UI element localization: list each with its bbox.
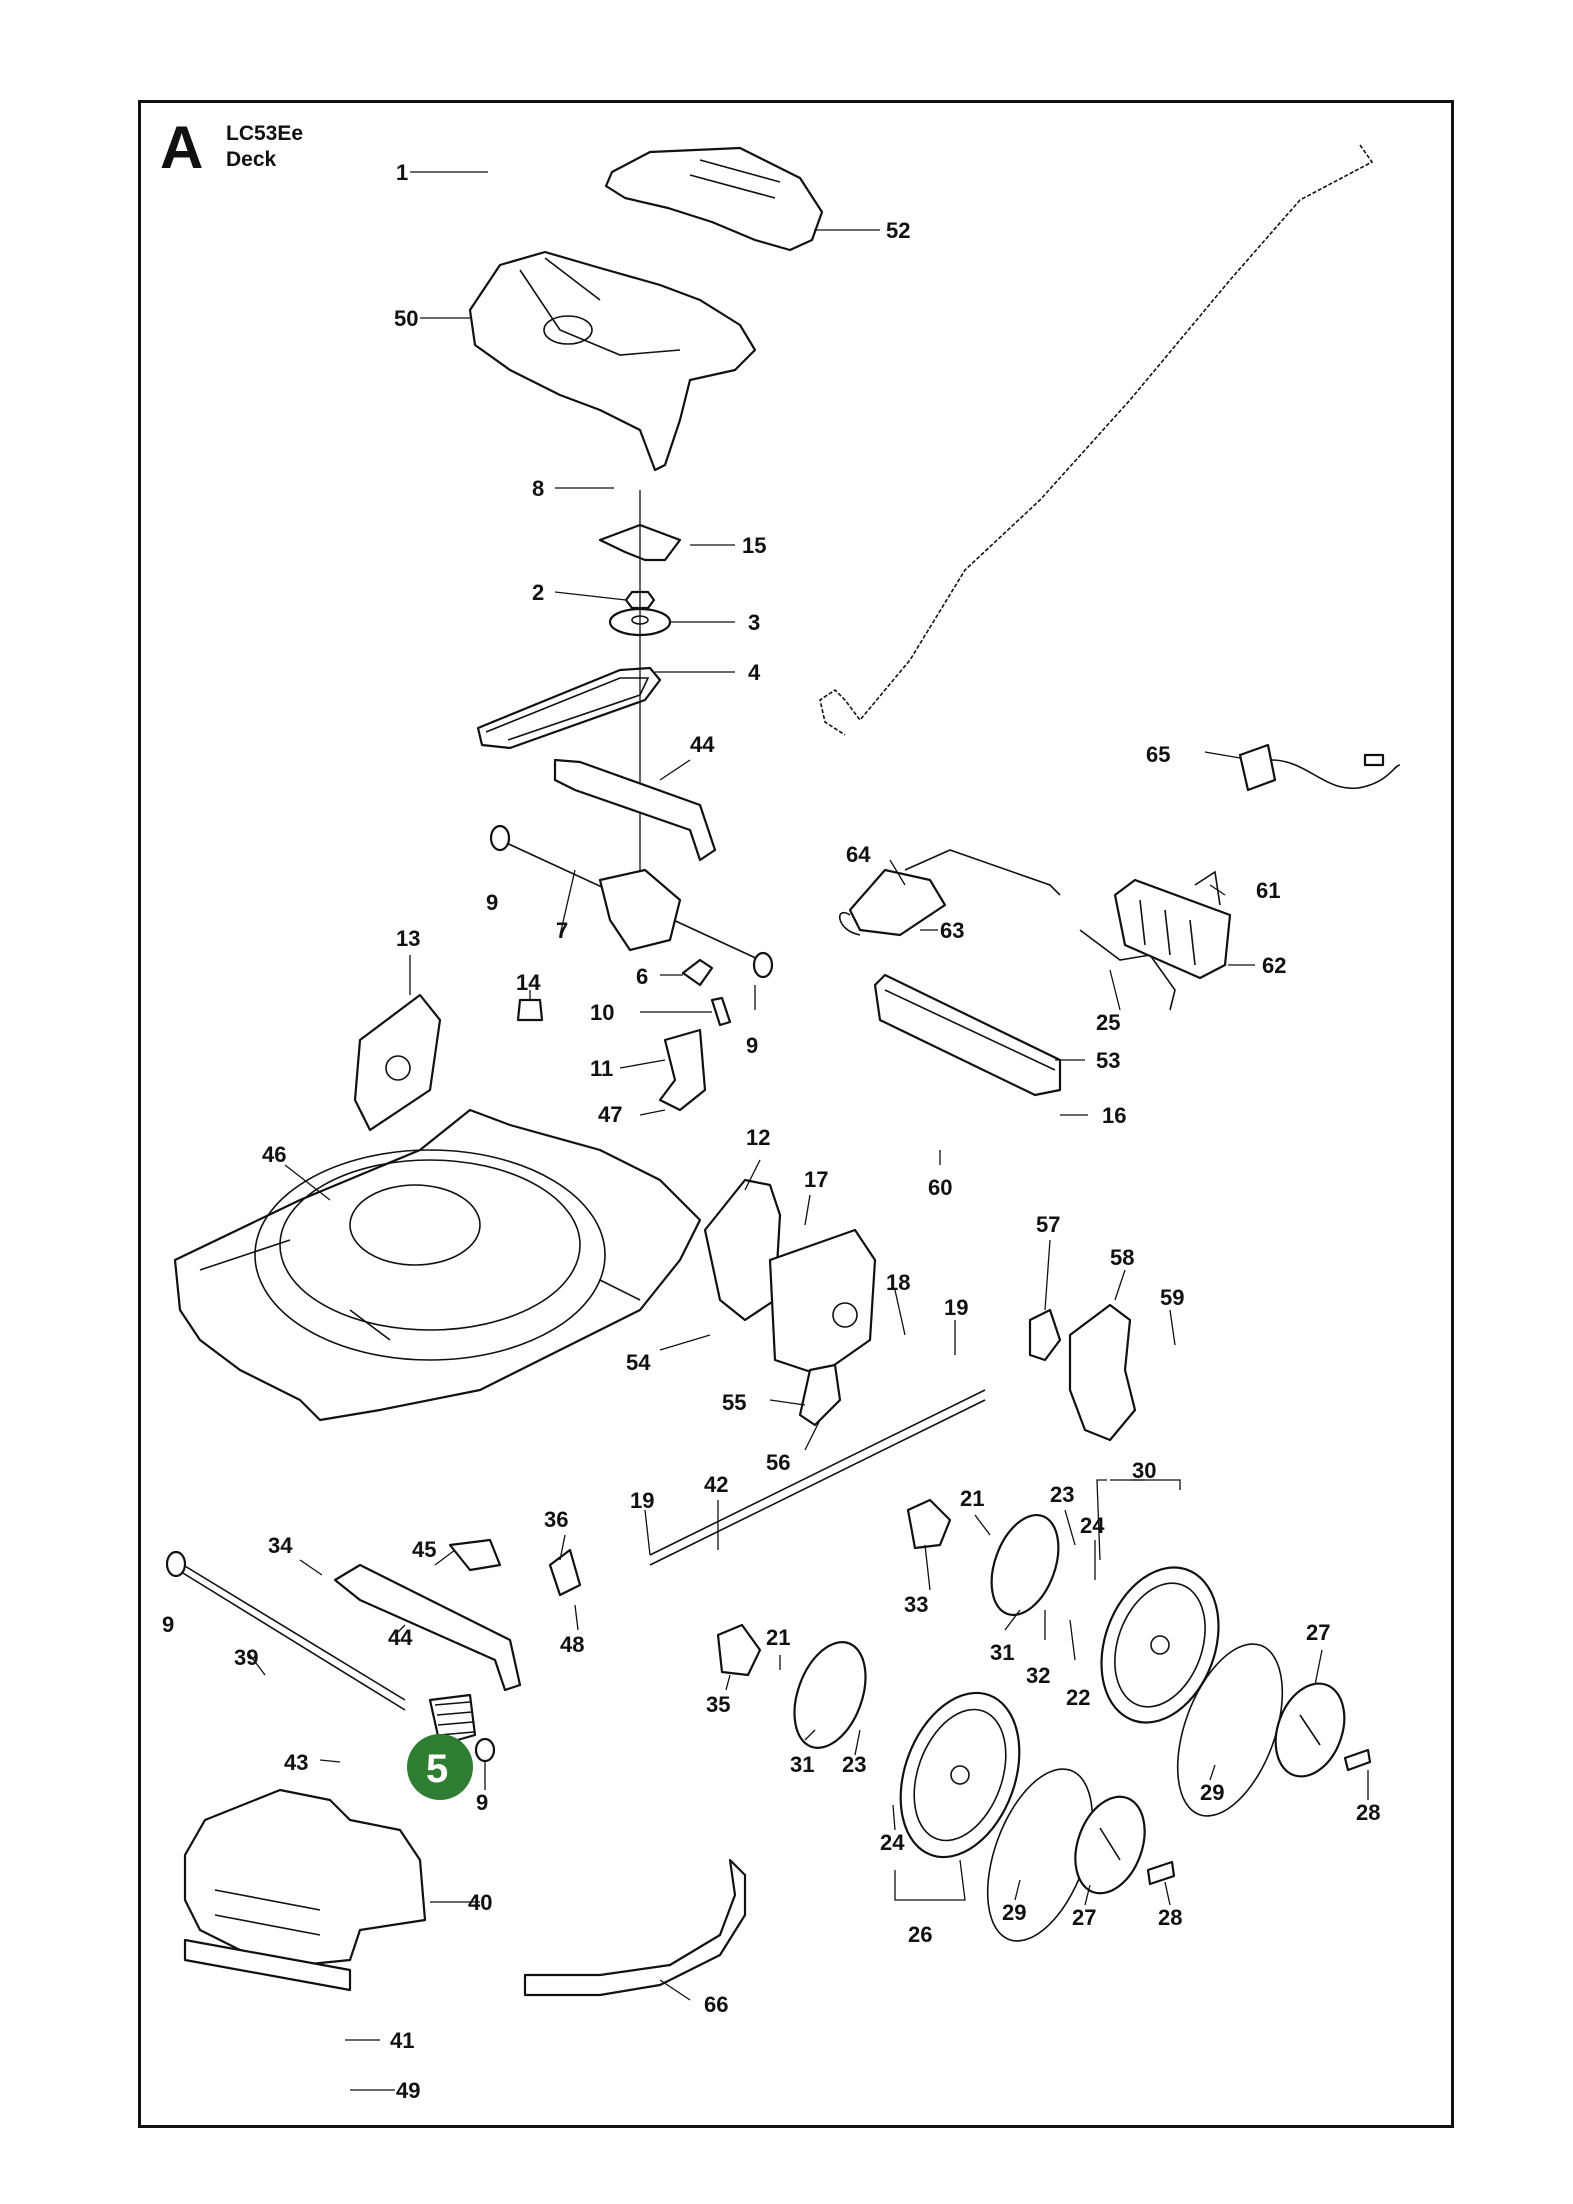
callout-19b: 19 (630, 1488, 654, 1513)
step-badge-number: 5 (426, 1747, 448, 1791)
part-charger (1238, 743, 1277, 792)
callout-60: 60 (928, 1175, 952, 1200)
part-strip (523, 1858, 747, 1997)
callout-12: 12 (746, 1125, 770, 1150)
part-wheel-rear (1100, 1566, 1220, 1724)
callout-27: 27 (1306, 1620, 1330, 1645)
callout-1: 1 (396, 160, 408, 185)
callout-54: 54 (626, 1350, 651, 1375)
callout-15: 15 (742, 533, 766, 558)
callout-21b: 21 (766, 1625, 790, 1650)
callout-4: 4 (748, 660, 761, 685)
callout-59: 59 (1160, 1285, 1184, 1310)
callout-46: 46 (262, 1142, 286, 1167)
callout-30: 30 (1132, 1458, 1156, 1483)
callout-18: 18 (886, 1270, 910, 1295)
part-rail (873, 973, 1062, 1097)
callout-66: 66 (704, 1992, 728, 2017)
callout-29: 29 (1200, 1780, 1224, 1805)
callout-44: 44 (690, 732, 715, 757)
callout-43: 43 (284, 1750, 308, 1775)
callout-27b: 27 (1072, 1905, 1096, 1930)
part-cable (819, 144, 1374, 736)
step-badge (407, 1734, 473, 1800)
callout-40: 40 (468, 1890, 492, 1915)
callout-6: 6 (636, 964, 648, 989)
callout-57: 57 (1036, 1212, 1060, 1237)
callout-56: 56 (766, 1450, 790, 1475)
part-switch (848, 868, 947, 937)
part-wheel-front (899, 1691, 1021, 1859)
callout-28: 28 (1356, 1800, 1380, 1825)
callout-41: 41 (390, 2028, 414, 2053)
callout-11: 11 (590, 1056, 613, 1081)
callout-21: 21 (960, 1486, 984, 1511)
part-height-adjuster (703, 1178, 782, 1322)
callout-19: 19 (944, 1295, 968, 1320)
callout-42: 42 (704, 1472, 728, 1497)
callout-62: 62 (1262, 953, 1286, 978)
callout-35: 35 (706, 1692, 730, 1717)
callout-31: 31 (990, 1640, 1014, 1665)
callout-26: 26 (908, 1922, 932, 1947)
callout-3: 3 (748, 610, 760, 635)
callout-9b: 9 (746, 1033, 758, 1058)
callout-64: 64 (846, 842, 871, 867)
callout-13: 13 (396, 926, 420, 951)
callout-25: 25 (1096, 1010, 1120, 1035)
callout-14: 14 (516, 970, 541, 995)
part-axle-rear (649, 1389, 986, 1556)
callout-44b: 44 (388, 1625, 413, 1650)
part-handle-bar-upper (553, 758, 717, 862)
callout-23b: 23 (842, 1752, 866, 1777)
part-side-plate (353, 993, 442, 1132)
callout-49: 49 (396, 2078, 420, 2103)
section-letter: A (160, 114, 204, 181)
section-title: Deck (226, 148, 277, 171)
callout-8: 8 (532, 476, 544, 501)
callout-61: 61 (1256, 878, 1280, 903)
callout-9d: 9 (476, 1790, 488, 1815)
callout-34: 34 (268, 1533, 293, 1558)
callout-45: 45 (412, 1537, 436, 1562)
callout-63: 63 (940, 918, 964, 943)
callout-29b: 29 (1002, 1900, 1026, 1925)
part-belt (476, 666, 662, 750)
diagram-frame (138, 100, 1454, 2128)
callout-52: 52 (886, 218, 910, 243)
callout-9: 9 (486, 890, 498, 915)
callout-2: 2 (532, 580, 544, 605)
callout-55: 55 (722, 1390, 746, 1415)
part-top-cover (604, 146, 824, 252)
callout-7: 7 (556, 918, 568, 943)
callout-33: 33 (904, 1592, 928, 1617)
callout-47: 47 (598, 1102, 622, 1127)
callout-9c: 9 (162, 1612, 174, 1637)
callout-65: 65 (1146, 742, 1170, 767)
callout-48: 48 (560, 1632, 584, 1657)
callout-16: 16 (1102, 1103, 1126, 1128)
callout-50: 50 (394, 306, 418, 331)
callout-28b: 28 (1158, 1905, 1182, 1930)
part-deck (173, 1108, 702, 1422)
callout-22: 22 (1066, 1685, 1090, 1710)
callout-10: 10 (590, 1000, 614, 1025)
callout-23: 23 (1050, 1482, 1074, 1507)
callout-17: 17 (804, 1167, 828, 1192)
callout-31b: 31 (790, 1752, 814, 1777)
callout-24b: 24 (880, 1830, 905, 1855)
callout-24: 24 (1080, 1513, 1105, 1538)
callout-53: 53 (1096, 1048, 1120, 1073)
part-upper-housing (468, 250, 757, 472)
part-rear-cover (183, 1788, 427, 1967)
part-grip (1068, 1303, 1137, 1442)
callout-58: 58 (1110, 1245, 1134, 1270)
model-name: LC53Ee (226, 122, 304, 145)
part-battery (1113, 878, 1232, 980)
callout-39: 39 (234, 1645, 258, 1670)
callout-32: 32 (1026, 1663, 1050, 1688)
callout-36: 36 (544, 1507, 568, 1532)
